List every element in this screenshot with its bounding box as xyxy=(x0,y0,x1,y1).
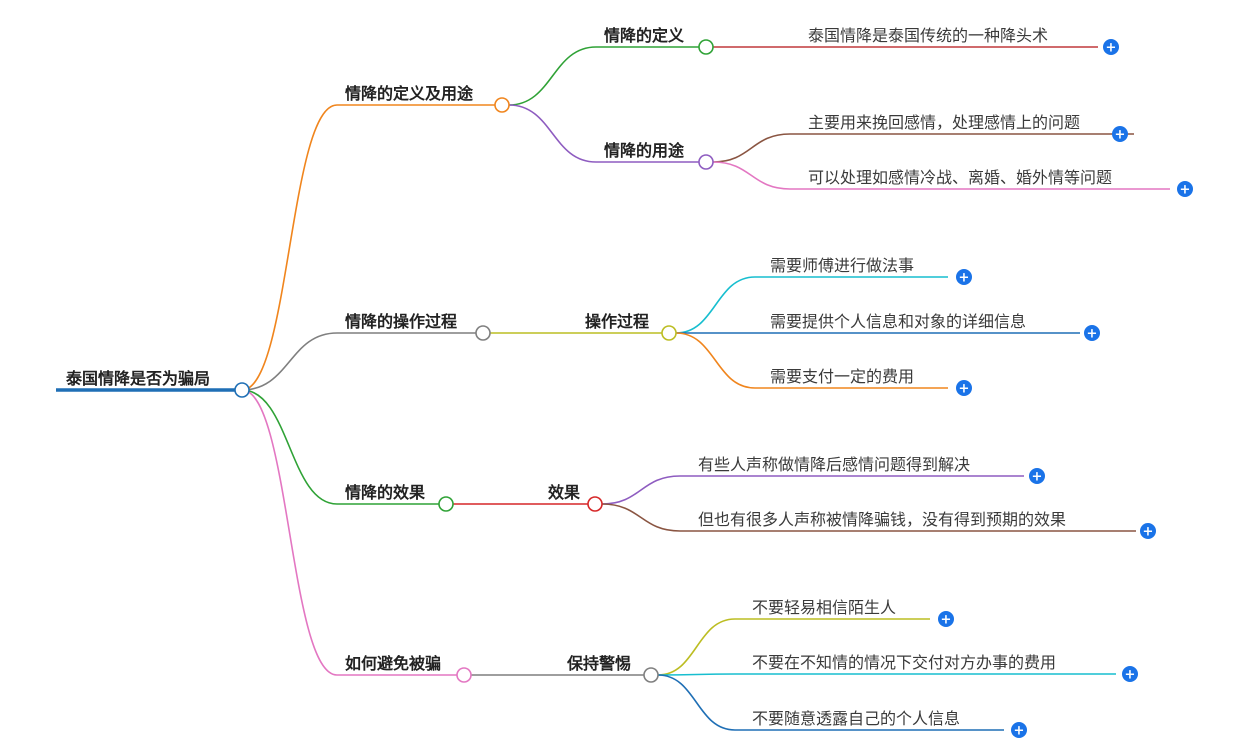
root-node-toggle[interactable] xyxy=(234,382,250,398)
leaf-topic-label: 主要用来挽回感情，处理感情上的问题 xyxy=(808,113,1080,132)
plus-icon[interactable]: + xyxy=(1087,327,1098,342)
leaf-connector xyxy=(675,332,756,389)
branch-connector xyxy=(241,332,338,391)
expand-leaf-button[interactable]: + xyxy=(1112,126,1128,143)
expand-circle[interactable] xyxy=(1140,523,1156,539)
plus-icon[interactable]: + xyxy=(959,382,970,397)
leaf-topic-label: 泰国情降是泰国传统的一种降头术 xyxy=(808,26,1048,45)
expand-circle[interactable] xyxy=(1084,325,1100,341)
leaf-connector xyxy=(601,475,681,505)
branch-node-toggle[interactable] xyxy=(475,325,491,341)
leaf-connector xyxy=(712,133,791,163)
branch-topic-label: 情降的操作过程 xyxy=(345,312,457,331)
expand-circle[interactable] xyxy=(1112,126,1128,142)
leaf-connector xyxy=(657,618,736,676)
leaf-connector xyxy=(657,673,736,676)
subtopic-label: 操作过程 xyxy=(585,312,649,331)
leaf-connector xyxy=(675,276,756,334)
leaf-topic-label: 不要在不知情的情况下交付对方办事的费用 xyxy=(752,653,1056,672)
branch-connector xyxy=(241,389,338,676)
expand-circle[interactable] xyxy=(1177,181,1193,197)
leaf-topic-label: 可以处理如感情冷战、离婚、婚外情等问题 xyxy=(808,168,1112,187)
expand-leaf-button[interactable]: + xyxy=(956,380,972,397)
subtopic-node-toggle[interactable] xyxy=(587,496,603,512)
plus-icon[interactable]: + xyxy=(1115,128,1126,143)
subtopic-label: 情降的定义 xyxy=(604,26,684,45)
branch-topic-label: 情降的定义及用途 xyxy=(345,84,474,103)
expand-leaf-button[interactable]: + xyxy=(1029,468,1045,485)
branch-node-toggle[interactable] xyxy=(438,496,454,512)
branch-topic-label: 如何避免被骗 xyxy=(345,654,441,673)
subtopic-label: 效果 xyxy=(548,483,580,502)
expand-leaf-button[interactable]: + xyxy=(1122,666,1138,683)
expand-leaf-button[interactable]: + xyxy=(938,611,954,628)
plus-icon[interactable]: + xyxy=(959,271,970,286)
plus-icon[interactable]: + xyxy=(1032,470,1043,485)
expand-leaf-button[interactable]: + xyxy=(1011,722,1027,739)
leaf-connector xyxy=(657,674,736,731)
branch-topic-label: 情降的效果 xyxy=(345,483,425,502)
leaf-topic-label: 需要师傅进行做法事 xyxy=(770,256,914,275)
branch-node-toggle[interactable] xyxy=(494,97,510,113)
plus-icon[interactable]: + xyxy=(941,613,952,628)
expand-circle[interactable] xyxy=(938,611,954,627)
branch-node-toggle[interactable] xyxy=(456,667,472,683)
expand-leaf-button[interactable]: + xyxy=(1103,39,1119,56)
subtopic-label: 保持警惕 xyxy=(566,654,631,673)
plus-icon[interactable]: + xyxy=(1014,724,1025,739)
subtopic-node-toggle[interactable] xyxy=(698,39,714,55)
expand-leaf-button[interactable]: + xyxy=(1084,325,1100,342)
plus-icon[interactable]: + xyxy=(1180,183,1191,198)
expand-circle[interactable] xyxy=(956,380,972,396)
expand-circle[interactable] xyxy=(1029,468,1045,484)
branch-connector xyxy=(241,104,338,391)
expand-leaf-button[interactable]: + xyxy=(1140,523,1156,540)
leaf-topic-label: 不要随意透露自己的个人信息 xyxy=(752,709,960,728)
expand-leaf-button[interactable]: + xyxy=(1177,181,1193,198)
expand-circle[interactable] xyxy=(1011,722,1027,738)
expand-circle[interactable] xyxy=(1103,39,1119,55)
root-topic-label: 泰国情降是否为骗局 xyxy=(65,369,210,388)
leaf-topic-label: 有些人声称做情降后感情问题得到解决 xyxy=(698,455,970,474)
plus-icon[interactable]: + xyxy=(1143,525,1154,540)
expand-leaf-button[interactable]: + xyxy=(956,269,972,286)
leaf-topic-label: 需要提供个人信息和对象的详细信息 xyxy=(770,312,1026,331)
sub-connector xyxy=(508,104,597,163)
leaf-topic-label: 但也有很多人声称被情降骗钱，没有得到预期的效果 xyxy=(698,510,1066,529)
expand-circle[interactable] xyxy=(956,269,972,285)
branch-connector xyxy=(241,389,338,505)
plus-icon[interactable]: + xyxy=(1125,668,1136,683)
expand-circle[interactable] xyxy=(1122,666,1138,682)
subtopic-node-toggle[interactable] xyxy=(643,667,659,683)
subtopic-node-toggle[interactable] xyxy=(661,325,677,341)
subtopic-label: 情降的用途 xyxy=(604,141,685,160)
leaf-connector xyxy=(712,161,791,190)
leaf-topic-label: 需要支付一定的费用 xyxy=(770,367,914,386)
subtopic-node-toggle[interactable] xyxy=(698,154,714,170)
leaf-topic-label: 不要轻易相信陌生人 xyxy=(752,598,896,617)
sub-connector xyxy=(508,46,597,106)
leaf-connector xyxy=(601,503,681,532)
plus-icon[interactable]: + xyxy=(1106,41,1117,56)
